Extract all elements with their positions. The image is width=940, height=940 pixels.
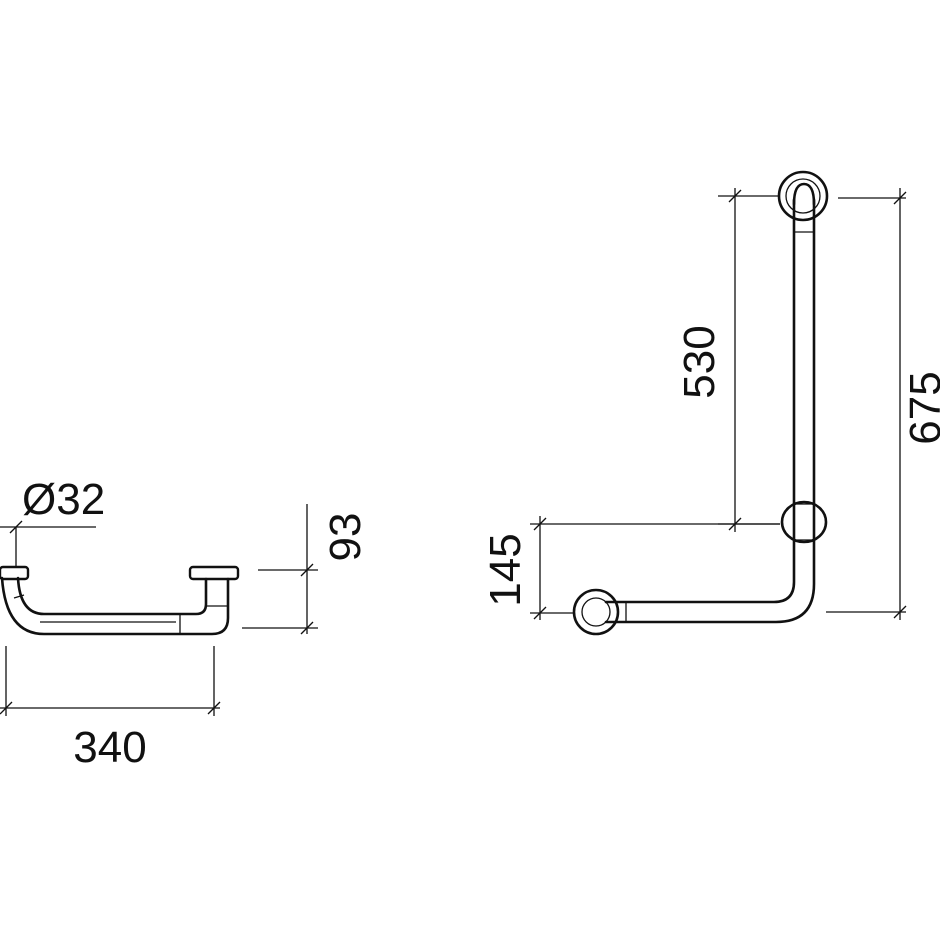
segment-label-530: 530 <box>675 325 724 398</box>
left-flange <box>0 565 30 581</box>
front-view-bar-inner <box>604 198 796 604</box>
top-view-bar-inner <box>16 576 208 616</box>
top-view-bar-outer <box>0 576 230 636</box>
height-label-93: 93 <box>321 513 370 562</box>
top-view: Ø32 93 340 <box>0 475 370 772</box>
diameter-label: Ø32 <box>22 475 105 524</box>
offset-label-145: 145 <box>481 533 530 606</box>
middle-flange <box>780 500 828 544</box>
total-label-675: 675 <box>901 371 940 444</box>
right-flange <box>188 565 240 581</box>
front-view: 530 145 675 <box>481 170 940 636</box>
front-view-bar-outer <box>604 198 816 624</box>
bottom-flange <box>572 588 620 636</box>
width-label-340: 340 <box>73 723 146 772</box>
